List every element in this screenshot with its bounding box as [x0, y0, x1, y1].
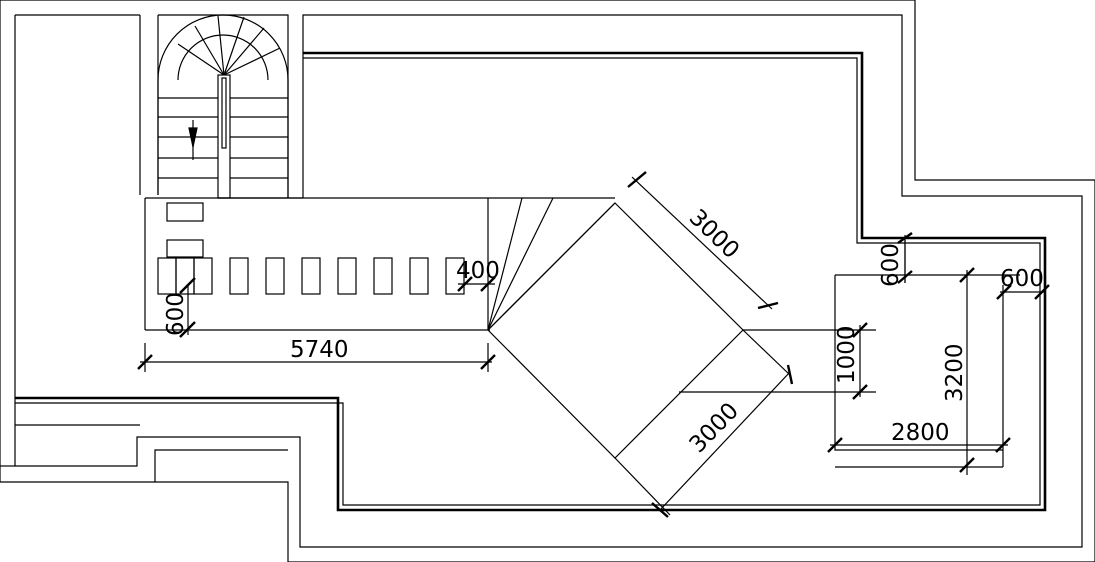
dim-2800: 2800 [891, 420, 950, 446]
dim-5740: 5740 [290, 337, 349, 363]
dim-400: 400 [456, 258, 500, 284]
dim-1000: 1000 [834, 325, 860, 384]
spiral-staircase [157, 14, 289, 199]
dim-600-left: 600 [163, 292, 189, 336]
parapet-line [15, 51, 1047, 512]
vent-row [157, 257, 465, 295]
rotated-skylight [487, 197, 835, 459]
dim-3200: 3200 [942, 343, 968, 402]
dim-3000-bottom: 3000 [685, 398, 744, 458]
dim-600-top-right: 600 [878, 243, 904, 287]
dimension-lines [137, 171, 1050, 518]
dim-600-right: 600 [1000, 266, 1044, 292]
corridor [144, 197, 615, 331]
